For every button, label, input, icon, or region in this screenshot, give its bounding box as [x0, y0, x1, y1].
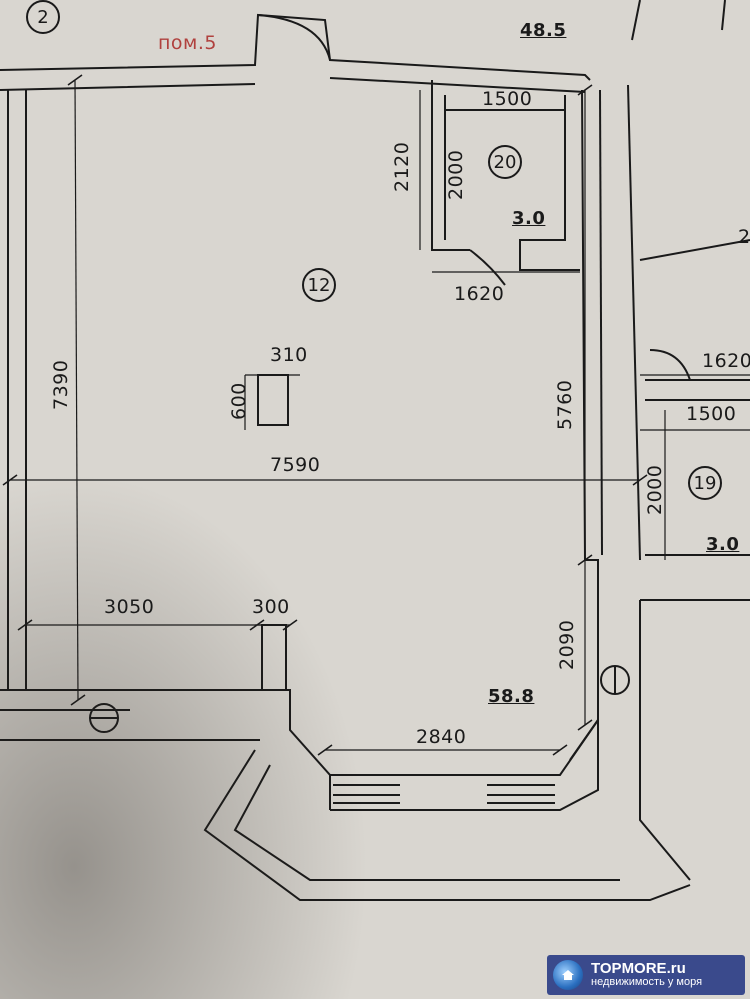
dim-bath-outer-height: 2120 — [391, 141, 413, 192]
area-main: 58.8 — [488, 686, 535, 707]
dim-bath-width: 1500 — [482, 88, 533, 110]
area-bathroom-19: 3.0 — [706, 534, 740, 555]
bottom-left-wall-inner — [0, 709, 260, 741]
dim-column-height: 600 — [228, 382, 250, 420]
watermark-subtitle: недвижимость у моря — [591, 976, 703, 989]
area-bathroom-20: 3.0 — [512, 208, 546, 229]
topmore-watermark: TOPMORE.ru недвижимость у моря — [547, 955, 745, 995]
small-pillar — [261, 624, 287, 691]
dim-line-7390 — [74, 79, 79, 701]
edge-fragment: 2 — [738, 226, 750, 248]
bathroom-19-walls — [645, 379, 750, 556]
top-wall-inner — [0, 77, 586, 93]
top-wall — [0, 13, 591, 81]
dim-room-height: 7390 — [50, 359, 72, 410]
room-number-12: 12 — [302, 268, 336, 302]
dim-column-width: 310 — [270, 344, 308, 366]
room-number-19: 19 — [688, 466, 722, 500]
dim-wall-thickness: 300 — [252, 596, 290, 618]
bathroom-20-walls — [431, 80, 580, 271]
right-wall-inner — [599, 89, 603, 556]
bottom-left-wall — [0, 689, 331, 810]
door-arc-top — [257, 14, 331, 61]
right-building-wall — [627, 84, 641, 561]
dim-bath-inner-height: 2000 — [445, 149, 467, 200]
globe-logo-icon — [553, 960, 583, 990]
window-1 — [333, 784, 400, 804]
dim-left-span: 3050 — [104, 596, 155, 618]
bathroom-20-door — [469, 249, 506, 286]
room-number-20: 20 — [488, 145, 522, 179]
grid-axis-label: 2 — [37, 6, 49, 28]
right-building-wall-2 — [631, 0, 726, 41]
bay-window-inner — [233, 764, 620, 881]
dim-room-width: 7590 — [270, 454, 321, 476]
dim-bay-width: 2840 — [416, 726, 467, 748]
dim-right-outer: 1620 — [702, 350, 750, 372]
area-top: 48.5 — [520, 20, 567, 41]
dim-bath-outer-width: 1620 — [454, 283, 505, 305]
window-2 — [487, 784, 555, 804]
dim-bay-depth: 2090 — [556, 619, 578, 670]
room-tag: пом.5 — [158, 32, 218, 54]
bay-floor — [330, 719, 599, 776]
dim-right-inner: 1500 — [686, 403, 737, 425]
house-icon — [562, 970, 574, 980]
column — [257, 374, 289, 426]
grid-axis-marker: 2 — [26, 0, 60, 34]
bay-window-outer — [203, 749, 691, 901]
bay-right — [330, 720, 599, 811]
dim-right-height: 2000 — [644, 464, 666, 515]
dim-right-wall: 5760 — [554, 379, 576, 430]
right-room-line — [639, 239, 750, 261]
bay-right-outer — [639, 599, 750, 881]
watermark-title: TOPMORE.ru — [591, 960, 686, 978]
